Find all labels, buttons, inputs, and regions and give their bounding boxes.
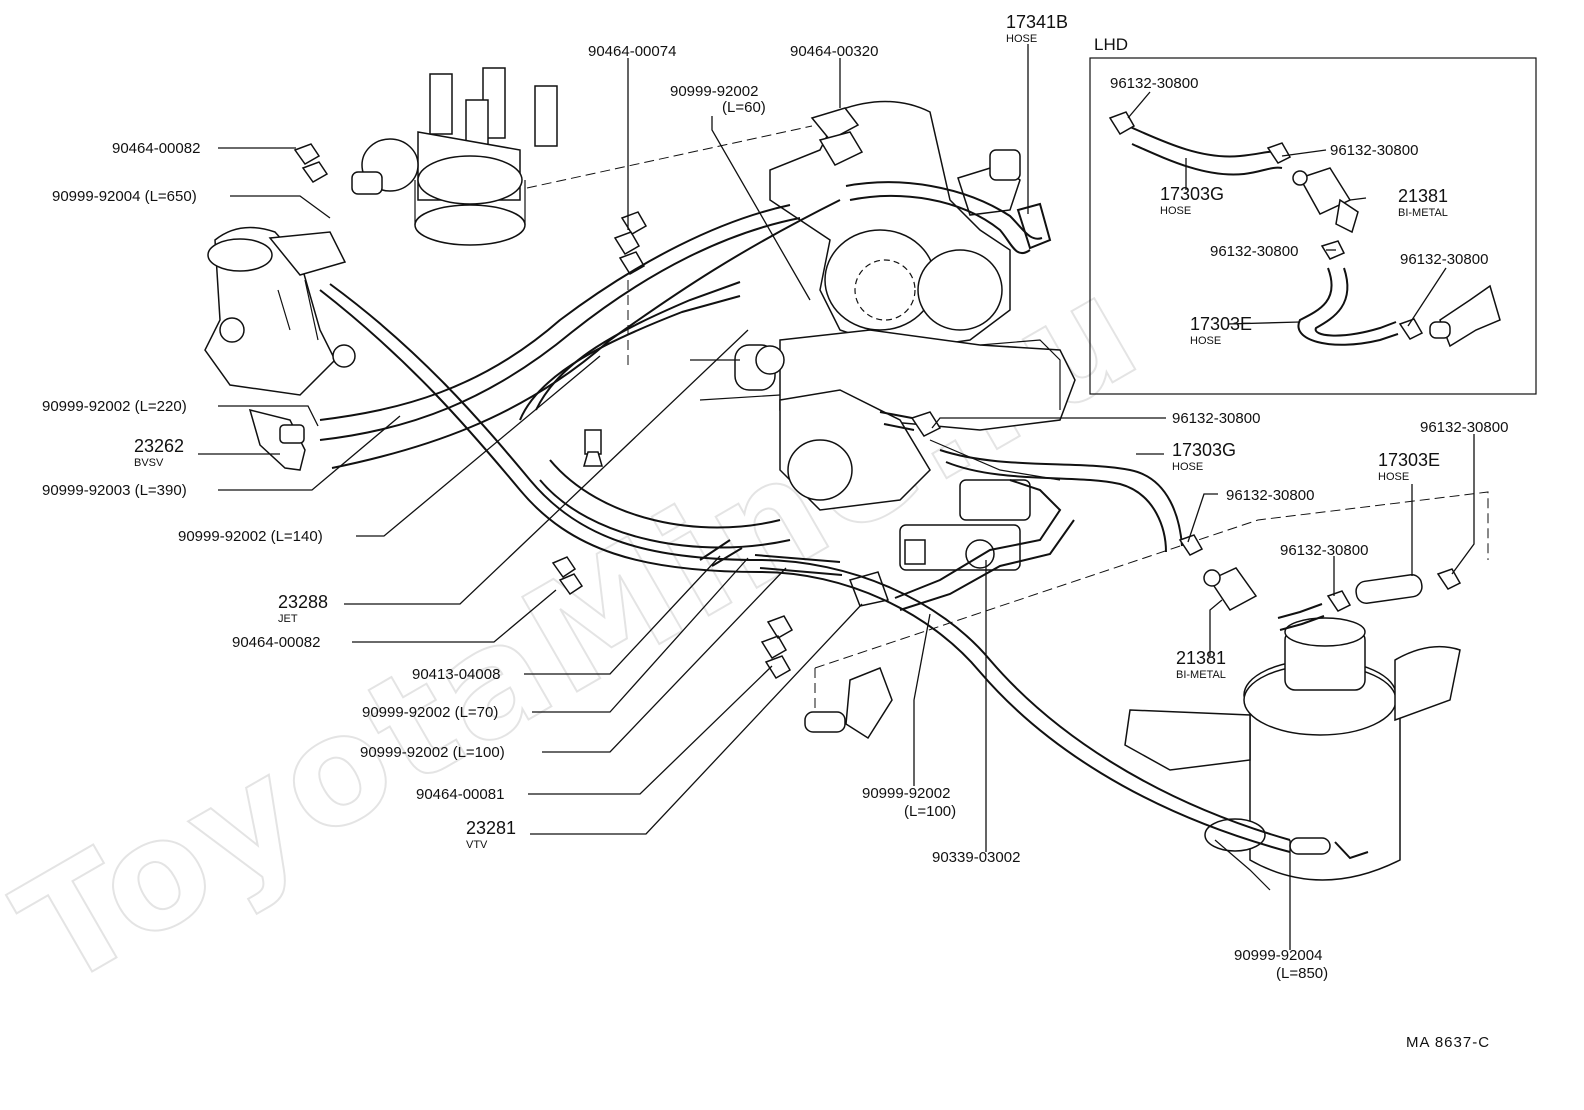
label-90999-92002-l220: 90999-92002 (L=220) bbox=[42, 398, 187, 415]
inset-label-17303e-sub: HOSE bbox=[1190, 335, 1221, 347]
label-90999-92002-l140: 90999-92002 (L=140) bbox=[178, 528, 323, 545]
inset-title: LHD bbox=[1094, 35, 1128, 54]
label-23281: 23281 bbox=[466, 818, 516, 838]
label-90999-92003-l390: 90999-92003 (L=390) bbox=[42, 482, 187, 499]
inset-label-17303e: 17303E bbox=[1190, 314, 1252, 334]
label-90999-92004-l850-len: (L=850) bbox=[1276, 965, 1328, 982]
label-90464-00082-bot: 90464-00082 bbox=[232, 634, 320, 651]
label-21381: 21381 bbox=[1176, 648, 1226, 668]
lhd-inset bbox=[1089, 57, 1537, 395]
label-90999-92002-l100b-len: (L=100) bbox=[904, 803, 956, 820]
label-17303e: 17303E bbox=[1378, 450, 1440, 470]
label-17303g-sub: HOSE bbox=[1172, 461, 1203, 473]
engine-illustration bbox=[204, 67, 1489, 891]
label-90999-92002-l60-len: (L=60) bbox=[722, 99, 766, 116]
label-96132-30800-low2: 96132-30800 bbox=[1280, 542, 1368, 559]
label-90464-00082-top: 90464-00082 bbox=[112, 140, 200, 157]
leader-lines bbox=[198, 44, 1475, 950]
label-96132-30800-low: 96132-30800 bbox=[1226, 487, 1314, 504]
label-90999-92002-l100b: 90999-92002 bbox=[862, 785, 950, 802]
inset-label-96132-30800-d: 96132-30800 bbox=[1400, 251, 1488, 268]
inset-label-96132-30800-b: 96132-30800 bbox=[1330, 142, 1418, 159]
inset-label-96132-30800-a: 96132-30800 bbox=[1110, 75, 1198, 92]
label-90464-00320: 90464-00320 bbox=[790, 43, 878, 60]
inset-label-17303g-sub: HOSE bbox=[1160, 205, 1191, 217]
inset-label-21381-sub: BI-METAL bbox=[1398, 207, 1448, 219]
inset-label-96132-30800-c: 96132-30800 bbox=[1210, 243, 1298, 260]
label-23288-sub: JET bbox=[278, 613, 298, 625]
label-90999-92002-l60: 90999-92002 bbox=[670, 83, 758, 100]
label-17303e-sub: HOSE bbox=[1378, 471, 1409, 483]
label-90999-92004-l850: 90999-92004 bbox=[1234, 947, 1322, 964]
label-90999-92002-l100a: 90999-92002 (L=100) bbox=[360, 744, 505, 761]
label-90999-92004-l650: 90999-92004 (L=650) bbox=[52, 188, 197, 205]
part-labels: 90464-00074 90464-00320 17341B HOSE 9099… bbox=[42, 12, 1508, 1051]
label-96132-30800-right: 96132-30800 bbox=[1420, 419, 1508, 436]
label-90339-03002: 90339-03002 bbox=[932, 849, 1020, 866]
label-90999-92002-l70: 90999-92002 (L=70) bbox=[362, 704, 498, 721]
label-23281-sub: VTV bbox=[466, 839, 488, 851]
diagram-code: MA 8637-C bbox=[1406, 1034, 1490, 1051]
label-21381-sub: BI-METAL bbox=[1176, 669, 1226, 681]
label-90413-04008: 90413-04008 bbox=[412, 666, 500, 683]
inset-frame bbox=[1089, 57, 1537, 395]
label-23262-sub: BVSV bbox=[134, 457, 164, 469]
label-17341b-sub: HOSE bbox=[1006, 33, 1037, 45]
label-96132-30800-mid: 96132-30800 bbox=[1172, 410, 1260, 427]
label-17303g: 17303G bbox=[1172, 440, 1236, 460]
label-90464-00081: 90464-00081 bbox=[416, 786, 504, 803]
label-23262: 23262 bbox=[134, 436, 184, 456]
label-90464-00074: 90464-00074 bbox=[588, 43, 676, 60]
label-17341b: 17341B bbox=[1006, 12, 1068, 32]
hose-routing bbox=[319, 181, 1462, 860]
inset-label-21381: 21381 bbox=[1398, 186, 1448, 206]
inset-label-17303g: 17303G bbox=[1160, 184, 1224, 204]
label-23288: 23288 bbox=[278, 592, 328, 612]
